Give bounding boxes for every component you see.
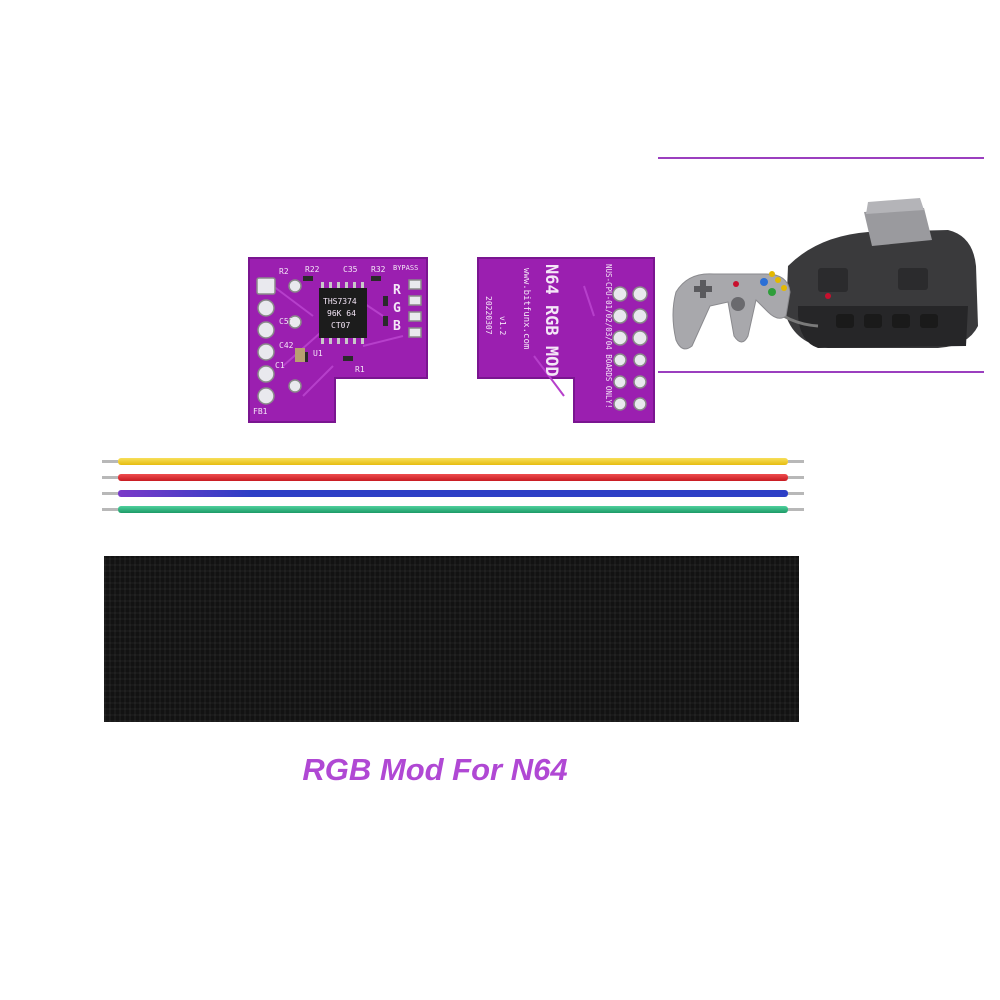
chip-ths7374 [319, 288, 367, 338]
insulation-tape [104, 556, 799, 722]
wire-tip-right-4 [788, 508, 804, 511]
bottom-divider-line [658, 371, 984, 373]
label-u1: U1 [313, 349, 323, 358]
label-r: R [393, 283, 401, 298]
wire-blue [118, 490, 788, 497]
wire-tip-left-3 [102, 492, 118, 495]
wire-tip-left-4 [102, 508, 118, 511]
wire-tip-right-1 [788, 460, 804, 463]
chip-line-1: THS7374 [323, 297, 357, 306]
wire-tip-right-3 [788, 492, 804, 495]
label-c51: C51 [279, 317, 294, 326]
label-c35: C35 [343, 265, 358, 274]
pcb-front: THS7374 96K 64 CT07 R2 R22 C35 R32 C1 C4… [248, 257, 428, 423]
back-pads [612, 286, 648, 411]
chip-line-3: CT07 [331, 321, 350, 330]
back-site: www.bitfunx.com [521, 268, 531, 349]
back-version: v1.2 [498, 316, 507, 335]
label-c42: C42 [279, 341, 294, 350]
wire-green [118, 506, 788, 513]
chip-line-2: 96K 64 [327, 309, 356, 318]
wire-red [118, 474, 788, 481]
wire-tip-left-2 [102, 476, 118, 479]
label-r1: R1 [355, 365, 365, 374]
pcb-back: N64 RGB MOD www.bitfunx.com NUS-CPU-01/0… [477, 257, 655, 423]
back-date: 20220307 [484, 296, 493, 335]
n64-console-photo [672, 198, 978, 350]
product-caption: RGB Mod For N64 [302, 752, 568, 787]
wire-tip-left-1 [102, 460, 118, 463]
label-g: G [393, 301, 401, 316]
label-bypass: BYPASS [393, 264, 418, 272]
wire-tip-right-2 [788, 476, 804, 479]
top-divider-line [658, 157, 984, 159]
label-r2: R2 [279, 267, 289, 276]
back-title: N64 RGB MOD [541, 264, 561, 377]
wire-yellow [118, 458, 788, 465]
label-fb1: FB1 [253, 407, 268, 416]
label-r32: R32 [371, 265, 386, 274]
label-c1: C1 [275, 361, 285, 370]
label-b: B [393, 319, 401, 334]
front-pads [256, 277, 302, 405]
label-r22: R22 [305, 265, 320, 274]
back-compat: NUS-CPU-01/02/03/04 BOARDS ONLY! [604, 264, 613, 409]
